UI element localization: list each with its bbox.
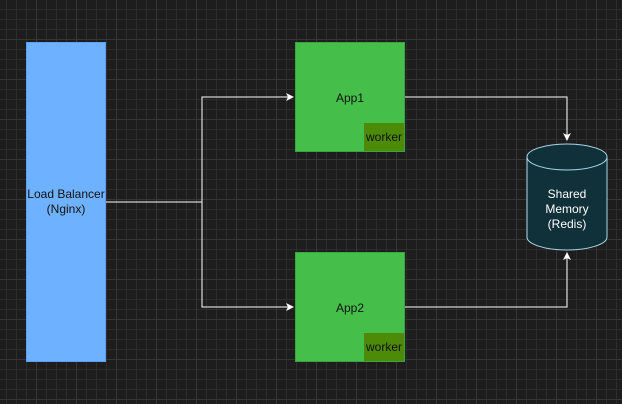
edge-lb-to-app2 bbox=[201, 202, 294, 311]
shared-memory-label-line2: Memory bbox=[545, 202, 589, 216]
app2-label: App2 bbox=[335, 301, 365, 315]
edge-app1-to-redis bbox=[405, 96, 571, 141]
shared-memory-label-line1: Shared bbox=[547, 187, 587, 201]
shared-memory-label: Shared Memory (Redis) bbox=[526, 187, 608, 232]
app1-node[interactable]: App1 worker bbox=[295, 42, 405, 152]
load-balancer-node[interactable]: Load Balancer (Nginx) bbox=[26, 42, 106, 362]
app2-node[interactable]: App2 worker bbox=[295, 252, 405, 362]
shared-memory-label-line3: (Redis) bbox=[547, 217, 587, 231]
app1-worker-node[interactable]: worker bbox=[364, 123, 404, 151]
database-cylinder-icon[interactable] bbox=[526, 143, 608, 251]
edge-app2-to-redis bbox=[405, 252, 571, 308]
edge-lb-to-app1 bbox=[106, 93, 294, 203]
app2-worker-node[interactable]: worker bbox=[364, 333, 404, 361]
load-balancer-label-line2: (Nginx) bbox=[46, 202, 86, 216]
load-balancer-label-line1: Load Balancer bbox=[27, 187, 105, 201]
app1-label: App1 bbox=[335, 91, 365, 105]
